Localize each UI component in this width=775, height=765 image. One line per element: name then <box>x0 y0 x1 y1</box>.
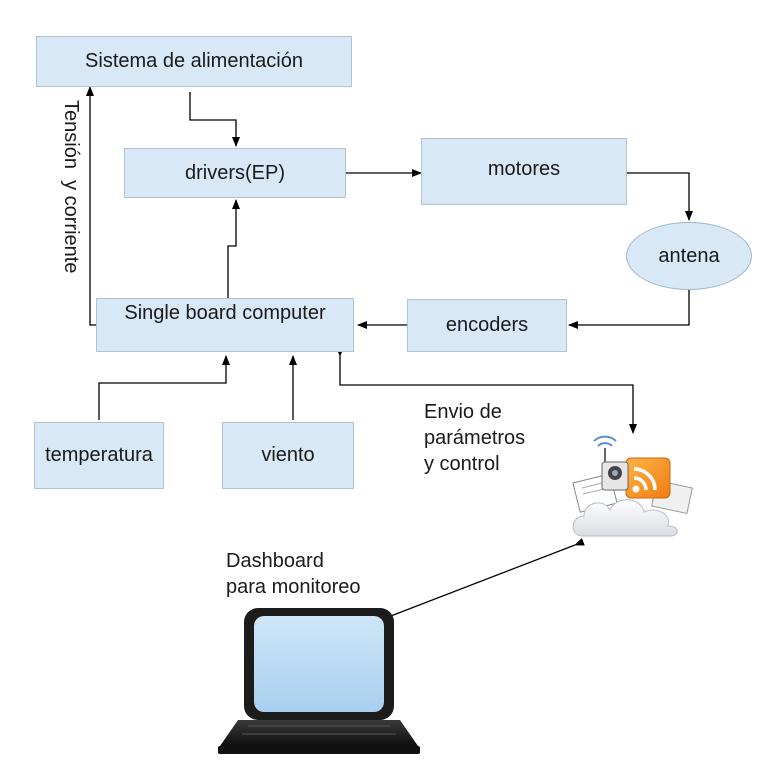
power-system-block: Sistema de alimentación <box>36 36 352 87</box>
arrow-power-to-drivers <box>189 92 240 147</box>
arrow-sbc-to-power <box>86 86 96 326</box>
params-control-label: Envio de parámetros y control <box>424 399 525 477</box>
drivers-block: drivers(EP) <box>124 148 346 198</box>
motors-block: motores <box>421 138 627 205</box>
motors-label: motores <box>487 158 561 180</box>
dashboard-label-line1: Dashboard <box>226 550 324 572</box>
voltage-label-line1: Tensión <box>60 100 82 169</box>
params-label-line1: Envio de <box>424 401 502 423</box>
temperature-block: temperatura <box>34 422 164 489</box>
cloud-services-icon <box>572 435 693 537</box>
wind-label: viento <box>261 444 315 466</box>
drivers-label: drivers(EP) <box>184 161 285 184</box>
dashboard-label: Dashboard para monitoreo <box>226 548 361 600</box>
power-system-label: Sistema de alimentación <box>85 50 303 72</box>
params-label-line3: y control <box>424 453 500 475</box>
antenna-label: antena <box>658 244 720 267</box>
antenna-block: antena <box>626 222 752 290</box>
arrow-motors-to-antenna <box>627 172 693 221</box>
arrow-antenna-to-encoders <box>568 290 690 329</box>
encoders-block: encoders <box>407 299 567 352</box>
encoders-label: encoders <box>445 314 529 336</box>
params-label-line2: parámetros <box>424 427 526 449</box>
arrow-temperature-to-sbc <box>98 355 230 420</box>
single-board-computer-label: Single board computer <box>124 302 326 324</box>
voltage-current-label: Tensión y corriente <box>58 100 84 273</box>
laptop-icon <box>218 608 420 754</box>
wind-block: viento <box>222 422 354 489</box>
voltage-label-line2: y corriente <box>60 180 82 274</box>
temperature-label: temperatura <box>45 444 153 466</box>
arrow-sbc-cloud-link <box>336 347 637 434</box>
arrow-sbc-to-drivers <box>227 199 240 300</box>
dashboard-label-line2: para monitoreo <box>226 576 361 598</box>
arrow-cloud-laptop-link <box>382 538 585 620</box>
single-board-computer-block: Single board computer <box>96 298 354 352</box>
